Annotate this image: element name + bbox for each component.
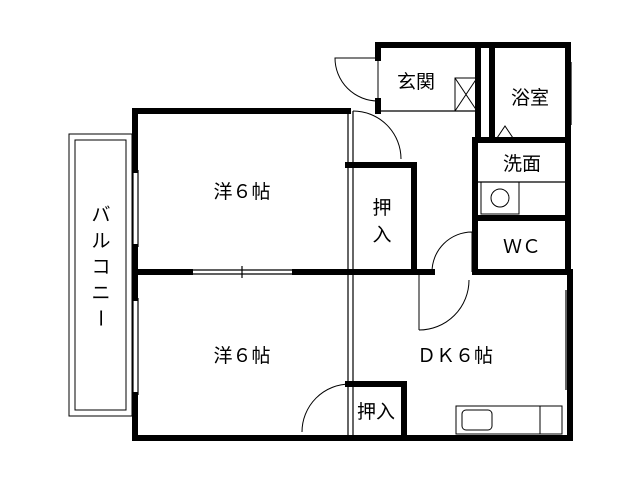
room-label-western-1: 洋６帖 bbox=[213, 181, 270, 203]
balcony-char-4: ニ bbox=[91, 282, 110, 304]
shoe-cabinet bbox=[454, 77, 478, 112]
room-label-washroom: 洗面 bbox=[503, 153, 541, 175]
room-label-closet-1-top: 押 bbox=[372, 197, 391, 219]
room-label-bathroom: 浴室 bbox=[511, 87, 549, 109]
room-label-entrance: 玄関 bbox=[397, 71, 435, 93]
washbasin bbox=[480, 181, 520, 215]
balcony-char-3: コ bbox=[91, 256, 110, 278]
bath-step bbox=[496, 125, 514, 139]
kitchen-counter bbox=[455, 405, 563, 435]
balcony-label: バ ル コ ニ ー bbox=[89, 204, 111, 328]
room-label-toilet: ＷＣ bbox=[503, 236, 541, 258]
room-label-closet-1-bottom: 入 bbox=[372, 224, 391, 246]
balcony-char-5: ー bbox=[89, 308, 111, 327]
door-swings bbox=[301, 57, 473, 433]
room-label-dining-kitchen: ＤＫ６帖 bbox=[417, 345, 493, 367]
balcony-char-1: バ bbox=[91, 204, 110, 226]
exterior-walls bbox=[132, 42, 573, 441]
room-label-western-2: 洋６帖 bbox=[213, 345, 270, 367]
room-label-closet-2: 押入 bbox=[357, 401, 395, 423]
interior-partitions bbox=[132, 62, 572, 438]
balcony-char-2: ル bbox=[91, 230, 110, 252]
